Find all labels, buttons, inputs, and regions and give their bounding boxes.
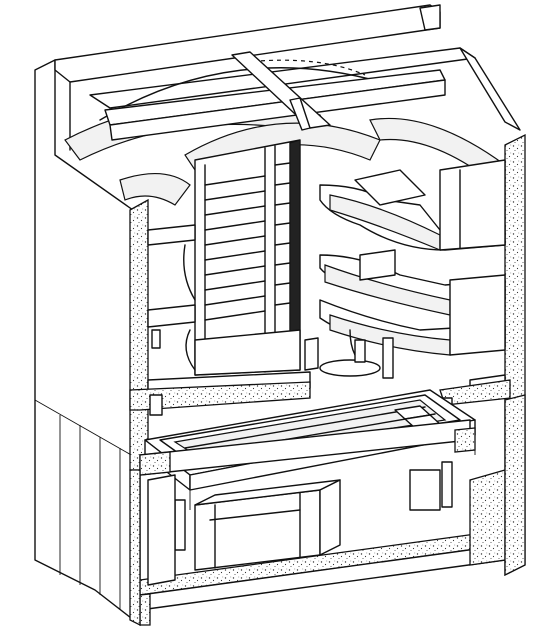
stack-shelves [204, 162, 291, 321]
basement-level [174, 461, 453, 571]
right-basement-wall [469, 394, 526, 577]
central-stack-tower [194, 139, 301, 376]
roof-beams [104, 51, 446, 141]
floor-beams [139, 419, 476, 476]
roof-parapet [54, 4, 521, 151]
basement-left-wall [129, 469, 176, 627]
right-upper-rooms [439, 159, 506, 401]
